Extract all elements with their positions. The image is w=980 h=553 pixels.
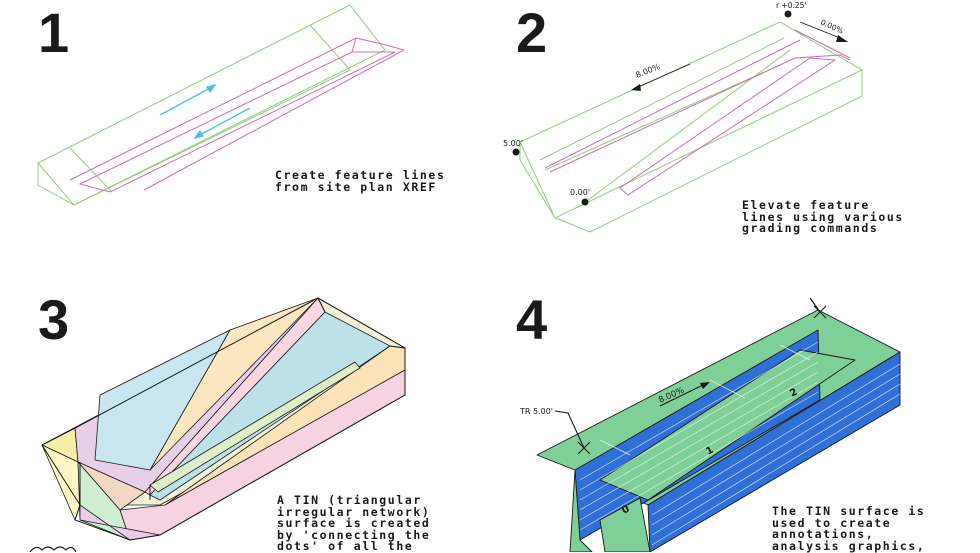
- caption-line: surface is created: [277, 516, 431, 530]
- caption-line: dots' of all the: [277, 539, 414, 553]
- caption-line: lines using various: [742, 209, 904, 224]
- step-number-3: 3: [38, 288, 70, 351]
- slope-label-corner: 0.00%: [819, 18, 844, 36]
- step-number-2: 2: [516, 1, 548, 64]
- elev-label-0: 0.00': [570, 188, 590, 197]
- panel-2-elevated-lines: 8.00% 5.00' 0.00' r +0.25' 0.00%: [503, 1, 864, 233]
- zone-label-0: 0: [620, 504, 631, 517]
- panel-4-annotated-surface: 8.00% TR 5.00' 0 1 2: [519, 297, 901, 552]
- tr-label: TR 5.00': [519, 407, 553, 416]
- caption-line: from site plan XREF: [275, 179, 437, 194]
- caption-line: Elevate feature: [742, 198, 870, 212]
- elev-label-5: 5.00': [503, 139, 523, 148]
- zone-label-1: 1: [704, 445, 715, 458]
- caption-line: irregular network): [277, 504, 431, 519]
- logo-fragment-icon: [29, 546, 77, 552]
- slope-label-8pct: 8.00%: [634, 62, 661, 80]
- caption-line: analysis graphics,: [772, 538, 926, 553]
- panel-3-tin-surface: [41, 297, 406, 541]
- caption-line: Create feature lines: [275, 168, 446, 182]
- caption-line: annotations,: [772, 527, 875, 541]
- caption-line: A TIN (triangular: [277, 493, 422, 507]
- elev-label-corner: r +0.25': [776, 1, 807, 10]
- caption-line: used to create: [772, 515, 892, 530]
- panel-1-feature-lines: [37, 4, 406, 206]
- caption-line: The TIN surface is: [772, 504, 926, 518]
- step-number-1: 1: [38, 1, 70, 64]
- zone-label-2: 2: [788, 387, 799, 400]
- caption-line: by 'connecting the: [277, 527, 431, 542]
- step-number-4: 4: [516, 288, 548, 351]
- caption-line: grading commands: [742, 221, 879, 235]
